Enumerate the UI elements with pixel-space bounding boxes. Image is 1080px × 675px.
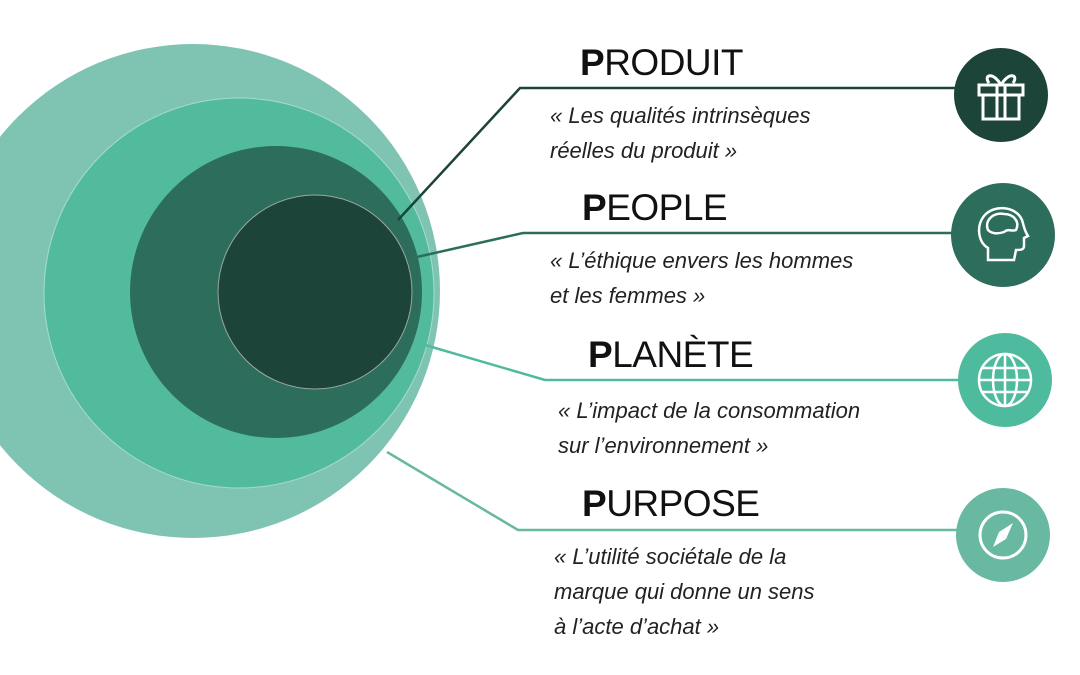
title-people: PEOPLE — [582, 187, 728, 228]
title-produit: PRODUIT — [580, 42, 744, 83]
gift-icon — [954, 48, 1048, 142]
quote-purpose: « L’utilité sociétale de la marque qui d… — [554, 544, 815, 639]
connector-people — [416, 231, 955, 259]
circle-produit — [217, 194, 413, 390]
connector-purpose — [386, 450, 960, 532]
quote-produit: « Les qualités intrinsèques réelles du p… — [550, 103, 811, 163]
title-purpose: PURPOSE — [582, 483, 760, 524]
globe-icon — [958, 333, 1052, 427]
quote-planete: « L’impact de la consommation sur l’envi… — [558, 398, 861, 458]
compass-icon — [956, 488, 1050, 582]
quote-people: « L’éthique envers les hommes et les fem… — [550, 248, 854, 308]
head-brain-icon — [951, 183, 1055, 287]
connector-planete — [424, 343, 960, 382]
connector-produit — [397, 86, 960, 221]
title-planete: PLANÈTE — [588, 334, 754, 375]
